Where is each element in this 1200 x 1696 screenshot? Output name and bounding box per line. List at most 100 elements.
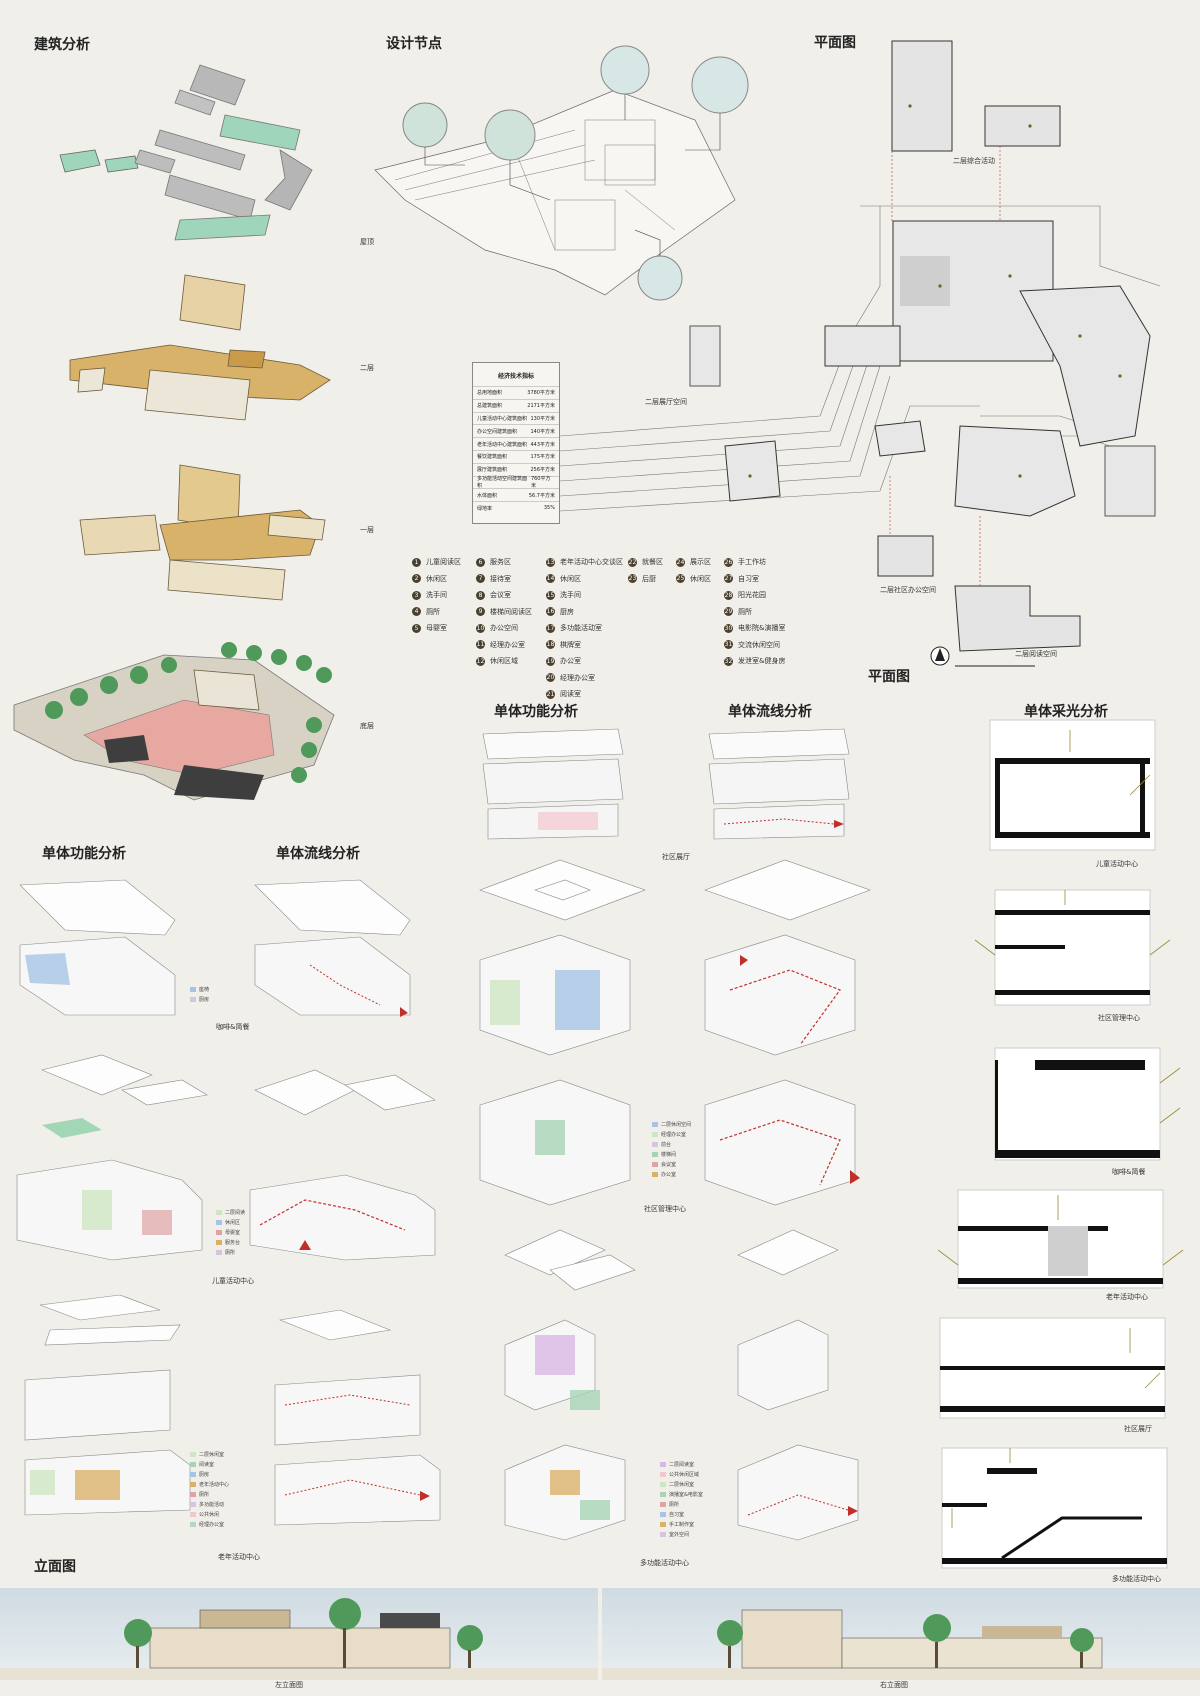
legend-label: 厕所 [426, 607, 440, 616]
axo-ground-site [13, 642, 335, 801]
lighting-caption-5: 社区展厅 [1124, 1425, 1152, 1433]
legend-label: 办公室 [560, 657, 581, 665]
legend-label: 楼梯间阅读区 [490, 607, 532, 616]
title-floor-plan: 平面图 [814, 35, 856, 51]
legend-item: 10 办公空间 [476, 623, 518, 633]
cafe-flow-axo [254, 879, 411, 1017]
plan-caption-second-activity: 二层综合活动 [953, 157, 995, 165]
design-nodes-axo [374, 45, 749, 301]
management-legend: 二层休闲空间 经理办公室 前台 楼梯间 会议室 办公室 [652, 1120, 691, 1180]
elevation-caption-right: 右立面图 [880, 1681, 908, 1689]
legend-number: 20 [546, 673, 555, 682]
legend-number: 4 [412, 607, 421, 616]
left-elevation [0, 1588, 598, 1680]
legend-number: 29 [724, 607, 733, 616]
legend-number: 11 [476, 640, 485, 649]
legend-label: 休闲区 [690, 574, 711, 583]
legend-number: 6 [476, 557, 485, 567]
legend-number: 24 [676, 557, 685, 567]
title-lighting: 单体采光分析 [1024, 704, 1108, 720]
legend-item: 24 展示区 [676, 557, 711, 567]
multi-function-axo [504, 1229, 636, 1541]
legend-label: 办公空间 [490, 624, 518, 632]
legend-label: 展示区 [690, 558, 711, 566]
legend-number: 7 [476, 574, 485, 583]
legend-label: 会议室 [490, 591, 511, 599]
legend-number: 26 [724, 557, 733, 567]
children-flow-axo [249, 1069, 436, 1261]
legend-number: 31 [724, 640, 733, 649]
legend-label: 经理办公室 [560, 673, 595, 682]
legend-label: 多功能活动室 [560, 624, 602, 632]
legend-label: 母婴室 [426, 624, 447, 632]
axo-roof [59, 64, 313, 241]
legend-number: 32 [724, 656, 733, 666]
elderly-legend: 二层休闲室 阅读室 厨房 老年活动中心 厕所 多功能活动 公共休闲 经理办公室 [190, 1450, 229, 1530]
legend-label: 阳光花园 [738, 591, 766, 599]
site-plan [559, 40, 1161, 667]
legend-number: 16 [546, 607, 555, 616]
legend-number: 17 [546, 623, 555, 633]
legend-item: 26 手工作坊 [724, 557, 766, 567]
legend-label: 发泄室&健身房 [738, 657, 786, 665]
lighting-caption-4: 老年活动中心 [1106, 1293, 1148, 1301]
lighting-caption-3: 咖啡&简餐 [1112, 1168, 1146, 1176]
econ-table-title: 经济技术指标 [497, 373, 534, 380]
legend-label: 后厨 [642, 574, 656, 583]
title-elevation: 立面图 [34, 1559, 76, 1575]
legend-number: 10 [476, 623, 485, 633]
legend-number: 1 [412, 557, 421, 567]
legend-label: 手工作坊 [738, 558, 766, 566]
plan-caption-second-reading: 二层阅读空间 [1015, 650, 1057, 658]
legend-number: 13 [546, 557, 555, 567]
lighting-caption-2: 社区管理中心 [1098, 1014, 1140, 1022]
legend-number: 23 [628, 574, 637, 583]
lighting-section-3 [994, 1047, 1181, 1161]
legend-number: 15 [546, 590, 555, 600]
lighting-section-5 [939, 1317, 1166, 1419]
legend-label: 接待室 [490, 574, 511, 583]
legend-number: 14 [546, 574, 555, 583]
cafe-function-axo [19, 879, 176, 1016]
legend-label: 洗手间 [426, 591, 447, 599]
elevation-caption-left: 左立面图 [275, 1681, 303, 1689]
legend-label: 棋牌室 [560, 640, 581, 649]
children-legend: 二层阅读 休闲区 母婴室 服务台 厕所 [216, 1208, 245, 1258]
legend-label: 休闲区域 [490, 657, 518, 665]
cafe-legend: 座椅 厨房 [190, 985, 209, 1005]
legend-label: 厕所 [738, 607, 752, 616]
legend-label: 厨房 [560, 607, 574, 616]
title-building-analysis: 建筑分析 [34, 37, 90, 53]
multi-flow-axo [737, 1229, 859, 1541]
lighting-section-1 [989, 719, 1156, 851]
legend-label: 电影院&演播室 [738, 624, 786, 632]
legend-number: 27 [724, 574, 733, 583]
hall-function-axo [482, 728, 624, 840]
legend-number: 12 [476, 656, 485, 666]
legend-label: 阅读室 [560, 690, 581, 698]
legend-item: 4 厕所 [412, 607, 440, 617]
title-unit-flow-left: 单体流线分析 [276, 846, 360, 862]
management-flow-axo [704, 859, 871, 1206]
title-design-nodes: 设计节点 [386, 36, 442, 52]
lighting-caption-6: 多功能活动中心 [1112, 1575, 1161, 1583]
axo-second-floor [69, 274, 331, 421]
legend-number: 8 [476, 590, 485, 600]
legend-item: 20 经理办公室 [546, 673, 595, 683]
legend-label: 儿童阅读区 [426, 558, 461, 566]
legend-number: 28 [724, 590, 733, 600]
lighting-section-2 [974, 889, 1171, 1006]
